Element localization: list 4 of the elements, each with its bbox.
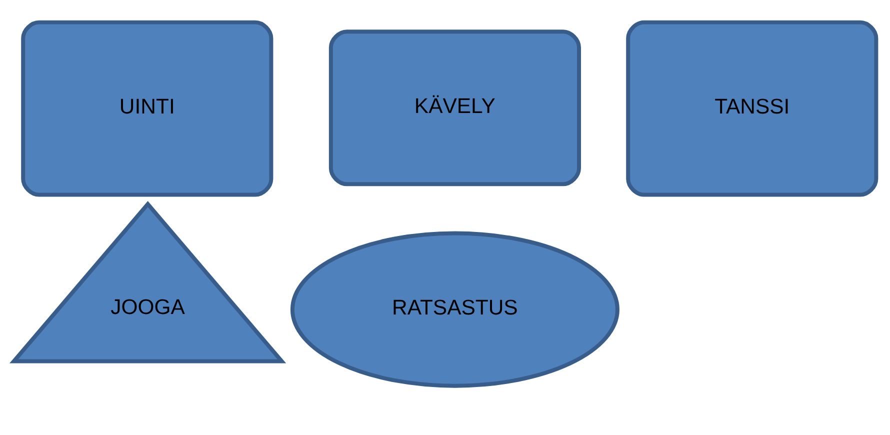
node-box: UINTI: [21, 20, 274, 196]
node-ellipse: RATSASTUS: [290, 230, 620, 388]
node-box: TANSSI: [626, 20, 878, 196]
node-box: KÄVELY: [328, 29, 581, 186]
